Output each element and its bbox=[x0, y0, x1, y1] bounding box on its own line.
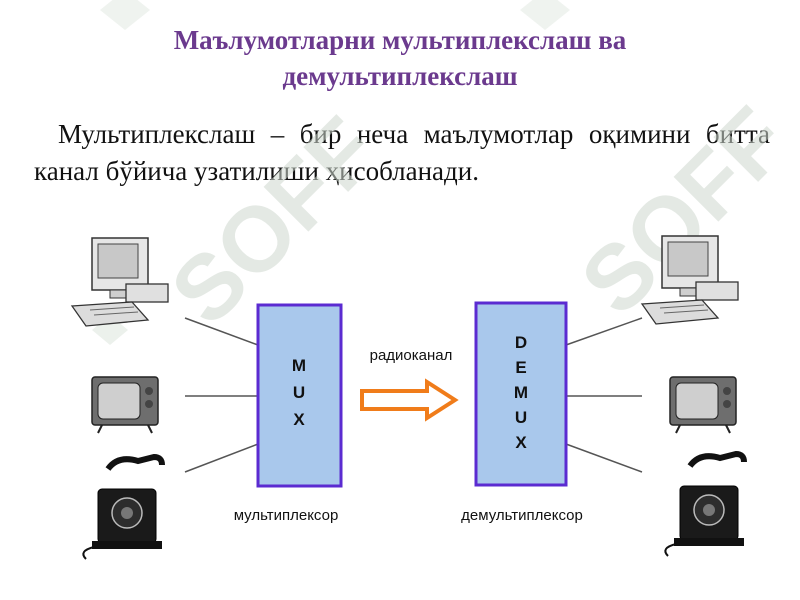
telephone-icon bbox=[82, 453, 165, 560]
demux-letter: E bbox=[515, 358, 526, 377]
demux-letter: U bbox=[515, 408, 527, 427]
demux-letter: M bbox=[514, 383, 528, 402]
title-line-2: демультиплекслаш bbox=[282, 61, 518, 91]
mux-letter: X bbox=[293, 410, 305, 429]
right-line-phone bbox=[565, 443, 643, 473]
demux-letter: D bbox=[515, 333, 527, 352]
demux-letter: X bbox=[515, 433, 527, 452]
watermark-shape-1 bbox=[100, 0, 150, 30]
mux-caption: мультиплексор bbox=[234, 507, 339, 524]
telephone-icon bbox=[664, 450, 747, 557]
demux-box bbox=[474, 301, 568, 487]
mux-box bbox=[256, 303, 343, 488]
channel-arrow-icon bbox=[360, 378, 459, 422]
mux-letter: U bbox=[293, 383, 305, 402]
definition-paragraph: Мультиплекслаш – бир неча маълумотлар оқ… bbox=[34, 119, 770, 186]
left-line-phone bbox=[184, 443, 259, 473]
channel-label: радиоканал bbox=[370, 347, 453, 364]
title-line-1: Маълумотларни мультиплекслаш ва bbox=[173, 25, 627, 55]
watermark-text-2: SOFF bbox=[562, 89, 800, 335]
tv-icon bbox=[669, 376, 737, 434]
mux-letter: M bbox=[292, 356, 306, 375]
slide-title: Маълумотларни мультиплекслаш ва демульти… bbox=[0, 22, 800, 94]
demux-caption: демультиплексор bbox=[461, 507, 583, 524]
watermark-shape-2 bbox=[520, 0, 570, 30]
tv-icon bbox=[91, 376, 159, 434]
right-line-computer bbox=[565, 317, 643, 346]
computer-icon bbox=[640, 235, 739, 325]
left-line-computer bbox=[184, 317, 259, 346]
computer-icon bbox=[70, 237, 169, 327]
